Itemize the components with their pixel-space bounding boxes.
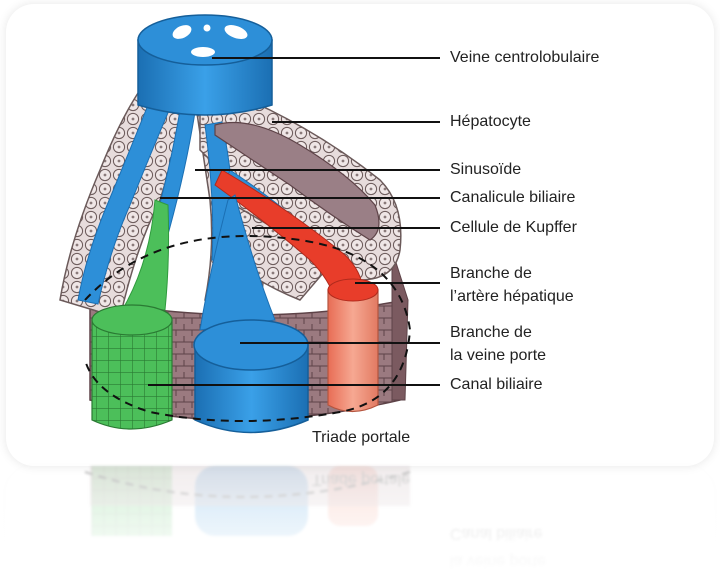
label-sinusoide: Sinusoïde [450, 160, 521, 180]
label-canal-biliaire: Canal biliaire [450, 375, 543, 395]
label-hepatocyte: Hépatocyte [450, 112, 531, 132]
label-branche-artere-line1: Branche de [450, 264, 532, 284]
liver-lobule-illustration [0, 0, 720, 470]
label-veine-centrolobulaire: Veine centrolobulaire [450, 48, 599, 68]
label-branche-veine-line2: la veine porte [450, 346, 546, 366]
label-cellule-kupffer: Cellule de Kupffer [450, 218, 577, 238]
reflection-fade [0, 462, 720, 578]
label-triade-portale: Triade portale [312, 428, 410, 448]
label-branche-artere-line2: l’artère hépatique [450, 287, 574, 307]
mirror-reflection: Triade portale Canal biliaire la veine p… [0, 462, 720, 578]
label-branche-veine-line1: Branche de [450, 323, 532, 343]
label-canalicule-biliaire: Canalicule biliaire [450, 188, 575, 208]
central-vein [138, 15, 272, 115]
